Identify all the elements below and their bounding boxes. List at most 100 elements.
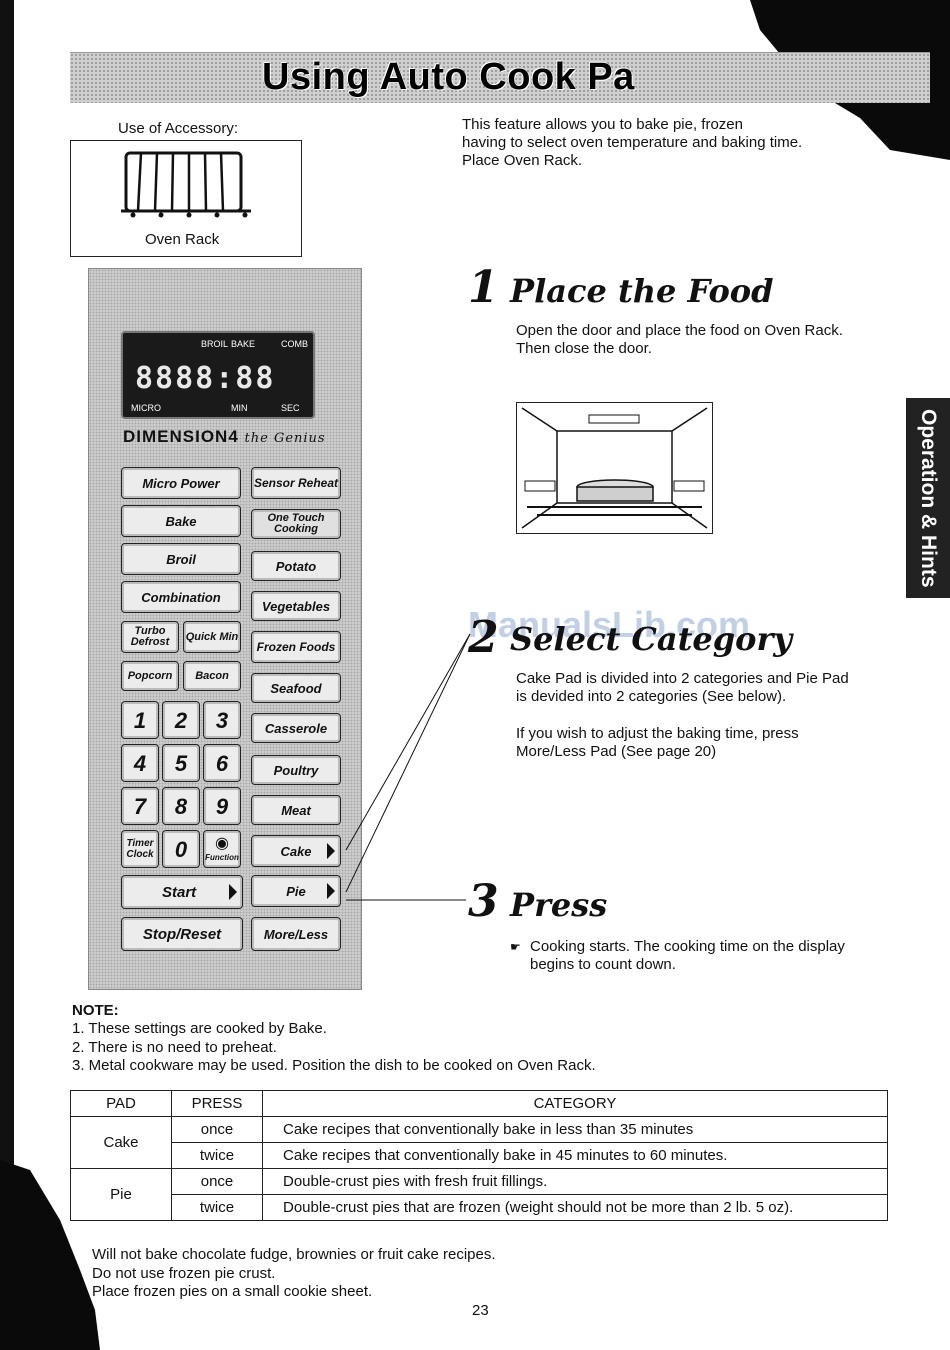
casserole-button[interactable]: Casserole xyxy=(251,713,341,743)
step-1-title: Place the Food xyxy=(510,272,774,310)
more-less-button[interactable]: More/Less xyxy=(251,917,341,951)
table-header-row: PAD PRESS CATEGORY xyxy=(70,1090,888,1117)
intro-line: having to select oven temperature and ba… xyxy=(462,134,803,151)
function-button[interactable]: ◉ Function xyxy=(203,830,241,868)
digit-8-button[interactable]: 8 xyxy=(162,787,200,825)
step-3-title: Press xyxy=(510,886,608,924)
note-item: 3. Metal cookware may be used. Position … xyxy=(72,1057,596,1074)
display-label-min: MIN xyxy=(231,403,248,413)
combination-button[interactable]: Combination xyxy=(121,581,241,613)
accessory-label: Use of Accessory: xyxy=(118,120,239,137)
potato-button[interactable]: Potato xyxy=(251,551,341,581)
accessory-box: Oven Rack xyxy=(70,140,302,257)
page-title: Using Auto Cook Pa xyxy=(262,56,635,98)
quick-min-button[interactable]: Quick Min xyxy=(183,621,241,653)
table-header: CATEGORY xyxy=(262,1090,888,1117)
step-3-body: Cooking starts. The cooking time on the … xyxy=(530,938,845,974)
brand-logo: DIMENSION4 the Genius xyxy=(123,427,326,447)
digit-5-button[interactable]: 5 xyxy=(162,744,200,782)
table-cell-pad: Cake xyxy=(70,1116,172,1169)
bottom-note: Will not bake chocolate fudge, brownies … xyxy=(92,1246,496,1263)
table-cell-category: Double-crust pies that are frozen (weigh… xyxy=(262,1194,888,1221)
pie-button[interactable]: Pie xyxy=(251,875,341,907)
broil-button[interactable]: Broil xyxy=(121,543,241,575)
bottom-note: Place frozen pies on a small cookie shee… xyxy=(92,1283,373,1300)
digit-2-button[interactable]: 2 xyxy=(162,701,200,739)
table-row: Cake once Cake recipes that conventional… xyxy=(70,1116,888,1169)
table-cell-category: Double-crust pies with fresh fruit filli… xyxy=(262,1168,888,1195)
step-2-text: Cake Pad is divided into 2 categories an… xyxy=(516,670,849,706)
step-3-number: 3 xyxy=(468,876,499,927)
step-1-number: 1 xyxy=(468,262,499,313)
table-cell-category: Cake recipes that conventionally bake in… xyxy=(262,1142,888,1169)
table-cell-press: twice xyxy=(171,1142,263,1169)
display-label-broil: BROIL xyxy=(201,339,229,349)
vegetables-button[interactable]: Vegetables xyxy=(251,591,341,621)
step-3-text: ☛ Cooking starts. The cooking time on th… xyxy=(510,938,845,974)
oven-interior-icon xyxy=(521,407,708,529)
step-2-number: 2 xyxy=(468,612,499,663)
table-cell-press: twice xyxy=(171,1194,263,1221)
table-header: PAD xyxy=(70,1090,172,1117)
function-icon: ◉ xyxy=(215,834,229,852)
display-digits: 8888:88 xyxy=(135,361,276,396)
stop-reset-button[interactable]: Stop/Reset xyxy=(121,917,243,951)
step-2-line: Cake Pad is divided into 2 categories an… xyxy=(516,670,849,687)
meat-button[interactable]: Meat xyxy=(251,795,341,825)
frozen-foods-button[interactable]: Frozen Foods xyxy=(251,631,341,663)
torn-left-bottom xyxy=(0,1160,100,1350)
digit-9-button[interactable]: 9 xyxy=(203,787,241,825)
digit-4-button[interactable]: 4 xyxy=(121,744,159,782)
oven-illustration xyxy=(516,402,713,534)
display-label-comb: COMB xyxy=(281,339,308,349)
watermark: ManualsLib.com xyxy=(468,604,751,645)
note-item: 1. These settings are cooked by Bake. xyxy=(72,1020,327,1037)
micro-power-button[interactable]: Micro Power xyxy=(121,467,241,499)
bacon-button[interactable]: Bacon xyxy=(183,661,241,691)
step-2-line: If you wish to adjust the baking time, p… xyxy=(516,725,799,742)
step-3-line: Cooking starts. The cooking time on the … xyxy=(530,938,845,955)
seafood-button[interactable]: Seafood xyxy=(251,673,341,703)
intro-line: Place Oven Rack. xyxy=(462,152,583,169)
panel-display: BROIL BAKE COMB 8888:88 MICRO MIN SEC xyxy=(121,331,315,419)
bake-button[interactable]: Bake xyxy=(121,505,241,537)
accessory-caption: Oven Rack xyxy=(145,231,220,248)
poultry-button[interactable]: Poultry xyxy=(251,755,341,785)
step-1-text: Open the door and place the food on Oven… xyxy=(516,322,843,358)
display-label-sec: SEC xyxy=(281,403,300,413)
table-header: PRESS xyxy=(171,1090,263,1117)
digit-3-button[interactable]: 3 xyxy=(203,701,241,739)
table-row: twice Cake recipes that conventionally b… xyxy=(71,1142,888,1169)
bottom-note: Do not use frozen pie crust. xyxy=(92,1264,276,1282)
step-3-row: ☛ Cooking starts. The cooking time on th… xyxy=(510,938,845,974)
control-panel: BROIL BAKE COMB 8888:88 MICRO MIN SEC DI… xyxy=(88,268,362,990)
step-1-line: Open the door and place the food on Oven… xyxy=(516,322,843,339)
step-1-line: Then close the door. xyxy=(516,340,652,357)
cake-button[interactable]: Cake xyxy=(251,835,341,867)
digit-6-button[interactable]: 6 xyxy=(203,744,241,782)
left-scan-edge xyxy=(0,0,14,1350)
pointer-lines xyxy=(345,633,471,901)
display-label-bake: BAKE xyxy=(231,339,256,349)
intro-line: This feature allows you to bake pie, fro… xyxy=(462,116,743,133)
one-touch-cooking-label: One Touch Cooking xyxy=(251,509,341,539)
sensor-reheat-button[interactable]: Sensor Reheat xyxy=(251,467,341,499)
popcorn-button[interactable]: Popcorn xyxy=(121,661,179,691)
step-2-text-adjust: If you wish to adjust the baking time, p… xyxy=(516,725,799,761)
digit-0-button[interactable]: 0 xyxy=(162,830,200,868)
step-2-line: is devided into 2 categories (See below)… xyxy=(516,688,787,705)
start-button[interactable]: Start xyxy=(121,875,243,909)
digit-7-button[interactable]: 7 xyxy=(121,787,159,825)
step-2-line: More/Less Pad (See page 20) xyxy=(516,743,717,760)
intro-text: This feature allows you to bake pie, fro… xyxy=(462,116,892,170)
category-table: PAD PRESS CATEGORY Cake once Cake recipe… xyxy=(70,1090,888,1221)
section-side-tab: Operation & Hints xyxy=(906,398,950,598)
table-cell-category: Cake recipes that conventionally bake in… xyxy=(262,1116,888,1143)
turbo-defrost-button[interactable]: Turbo Defrost xyxy=(121,621,179,653)
brand-script: the Genius xyxy=(244,431,326,446)
timer-clock-button[interactable]: Timer Clock xyxy=(121,830,159,868)
table-row: twice Double-crust pies that are frozen … xyxy=(71,1194,888,1221)
display-label-micro: MICRO xyxy=(131,403,161,413)
pointing-hand-icon: ☛ xyxy=(510,940,521,954)
digit-1-button[interactable]: 1 xyxy=(121,701,159,739)
